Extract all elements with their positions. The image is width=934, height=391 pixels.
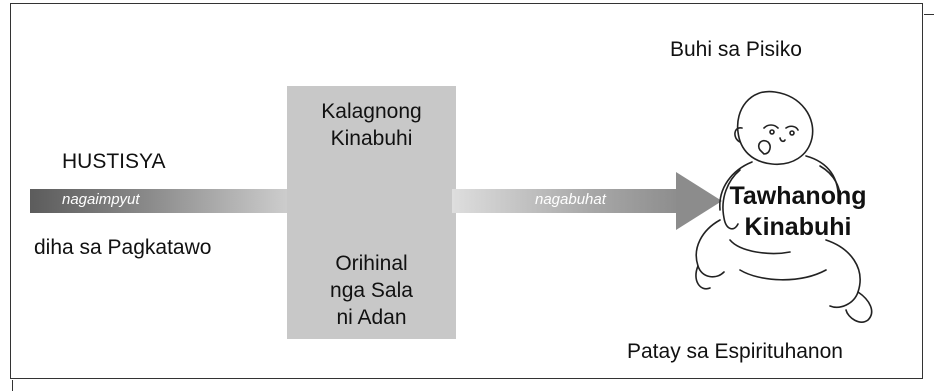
physically-alive-text: Buhi sa Pisiko xyxy=(670,38,802,61)
left-arrow-label: nagaimpyut xyxy=(62,191,140,208)
center-bottom-line: ni Adan xyxy=(336,306,407,329)
left-arrow xyxy=(30,189,292,213)
baby-icon xyxy=(695,90,873,323)
at-birth-text: diha sa Pagkatawo xyxy=(34,236,212,259)
center-box xyxy=(287,86,456,339)
center-top-line: Kinabuhi xyxy=(330,127,413,150)
frame-corner-mark xyxy=(924,14,934,15)
center-bottom-line: nga Sala xyxy=(330,279,413,302)
human-life-label: Tawhanong Kinabuhi xyxy=(708,181,888,243)
right-arrow xyxy=(452,189,682,213)
right-arrowhead xyxy=(676,172,722,230)
center-bottom-text: Orihinal nga Sala ni Adan xyxy=(287,250,456,331)
human-life-line: Kinabuhi xyxy=(744,213,852,241)
human-life-line: Tawhanong xyxy=(729,182,867,210)
frame-corner-mark xyxy=(12,380,13,391)
center-top-text: Kalagnong Kinabuhi xyxy=(287,98,456,152)
spiritually-dead-text: Patay sa Espirituhanon xyxy=(627,340,843,363)
center-top-line: Kalagnong xyxy=(321,100,422,123)
center-bottom-line: Orihinal xyxy=(335,252,408,275)
justice-title: HUSTISYA xyxy=(62,150,166,173)
right-arrow-label: nagabuhat xyxy=(535,191,606,208)
